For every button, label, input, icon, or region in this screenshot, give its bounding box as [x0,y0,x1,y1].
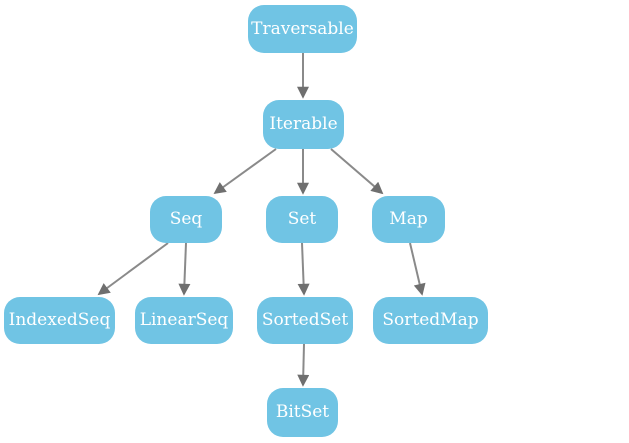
node-set: Set [266,196,338,243]
node-linearseq: LinearSeq [135,297,233,344]
edge-seq-to-indexedseq [97,242,169,296]
node-bitset: BitSet [267,388,338,437]
node-seq: Seq [150,196,222,243]
edge-map-to-sortedmap [409,242,426,296]
edge-iterable-to-map [330,148,384,195]
node-map: Map [372,196,445,243]
edge-sortedset-to-bitset [297,343,310,387]
edge-seq-to-linearseq [178,242,191,296]
edge-set-to-sortedset [297,242,310,296]
node-indexedseq: IndexedSeq [4,297,115,344]
node-sortedset: SortedSet [257,297,353,344]
node-iterable: Iterable [263,100,344,149]
node-traversable: Traversable [248,5,357,53]
node-sortedmap: SortedMap [373,297,488,344]
edge-iterable-to-seq [213,148,277,195]
